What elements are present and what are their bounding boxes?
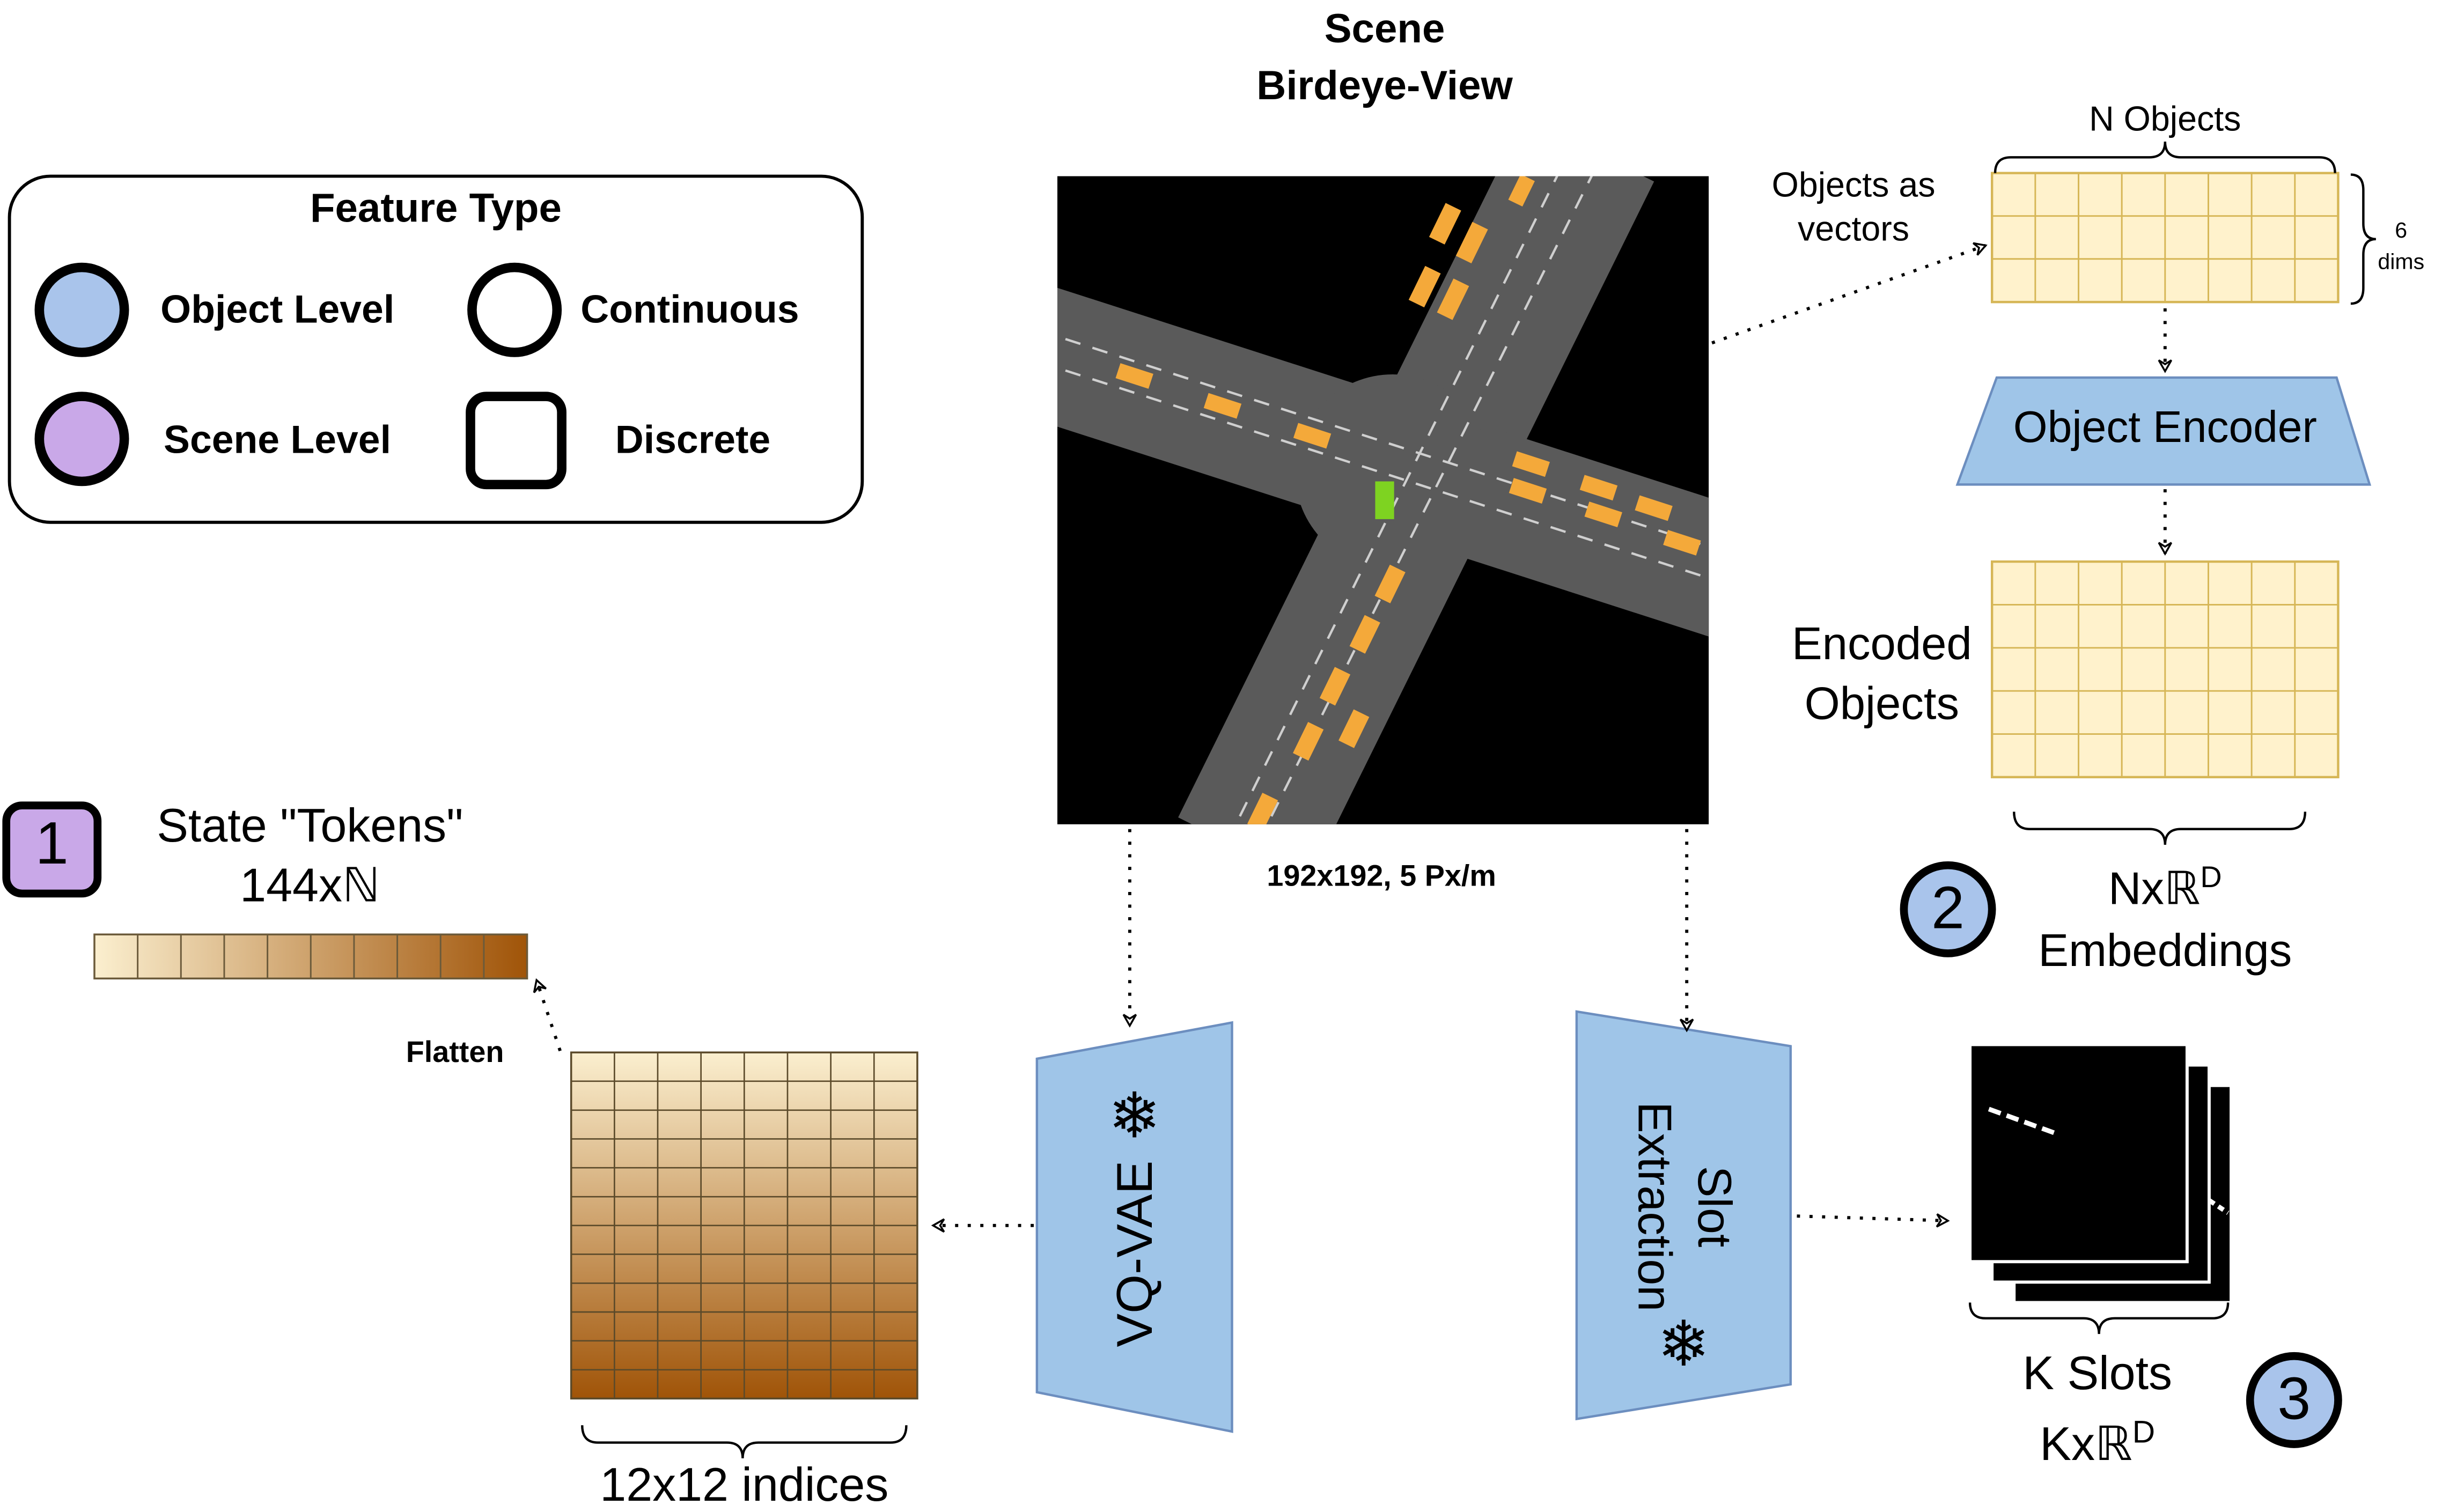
grid-brace: [581, 1425, 908, 1458]
scene-birdeye-image: [1057, 176, 1709, 824]
badge-2-shape: [1900, 861, 1996, 957]
objects-vector-grid: [1990, 172, 2340, 304]
n-objects-brace: [1994, 141, 2336, 173]
legend-object-level-label: Object Level: [160, 287, 395, 332]
slot-extraction-label: Slot Extraction: [1628, 1101, 1740, 1312]
badge-2-number: 2: [1931, 876, 1965, 942]
encoded-objects-label: Encoded Objects: [1791, 619, 1972, 731]
slot-extraction-shape: [1575, 1010, 1792, 1421]
badge-3-shape: [2246, 1352, 2342, 1448]
k-slots-label: K Slots: [2022, 1348, 2173, 1400]
badge-3-number: 3: [2277, 1367, 2311, 1433]
flatten-label: Flatten: [406, 1036, 504, 1070]
dims-brace: [2350, 173, 2376, 305]
flow-arrows: [533, 242, 2173, 1233]
legend-continuous-label: Continuous: [580, 287, 799, 332]
vq-vae-label: VQ-VAE: [1106, 1160, 1163, 1347]
legend-discrete-label: Discrete: [615, 418, 771, 463]
grid-label: 12x12 indices: [600, 1459, 889, 1512]
vq-vae-shape: [1035, 1021, 1233, 1433]
n-objects-label: N Objects: [2089, 99, 2241, 139]
badge-1-number: 1: [35, 812, 69, 878]
scene-title-line1: Scene: [1324, 4, 1445, 52]
k-slots-stack: [1968, 1043, 2233, 1304]
scene-caption: 192x192, 5 Px/m: [1267, 860, 1496, 894]
embeddings-dimension-label: NxℝD: [2108, 862, 2222, 915]
legend-discrete-swatch: [466, 392, 567, 490]
object-encoder-label: Object Encoder: [2013, 402, 2317, 452]
encoded-objects-grid: [1990, 560, 2340, 779]
object-encoder-shape: [1955, 376, 2372, 486]
badge-1-shape: [2, 801, 102, 898]
slots-dimension-label: KxℝD: [2040, 1415, 2156, 1471]
slots-brace: [1968, 1302, 2230, 1334]
index-grid-12x12: [570, 1051, 918, 1400]
legend-scene-level-swatch: [34, 392, 129, 486]
objects-as-vectors-label: Objects as vectors: [1771, 165, 1936, 249]
legend-object-level-swatch: [34, 262, 129, 357]
legend-scene-level-label: Scene Level: [164, 418, 391, 463]
dims-label: 6 dims: [2378, 217, 2425, 275]
legend-box: [8, 174, 864, 524]
state-tokens-shape-label: 144xℕ: [240, 860, 380, 913]
embeddings-brace: [2013, 812, 2307, 845]
legend-title: Feature Type: [310, 184, 562, 232]
snowflake-icon: ❄: [1657, 1310, 1710, 1380]
scene-title-line2: Birdeye-View: [1256, 61, 1513, 109]
legend-continuous-swatch: [467, 262, 562, 357]
snowflake-icon: ❄: [1108, 1082, 1161, 1152]
embeddings-label: Embeddings: [2038, 926, 2292, 977]
state-tokens-label: State "Tokens": [157, 800, 464, 853]
